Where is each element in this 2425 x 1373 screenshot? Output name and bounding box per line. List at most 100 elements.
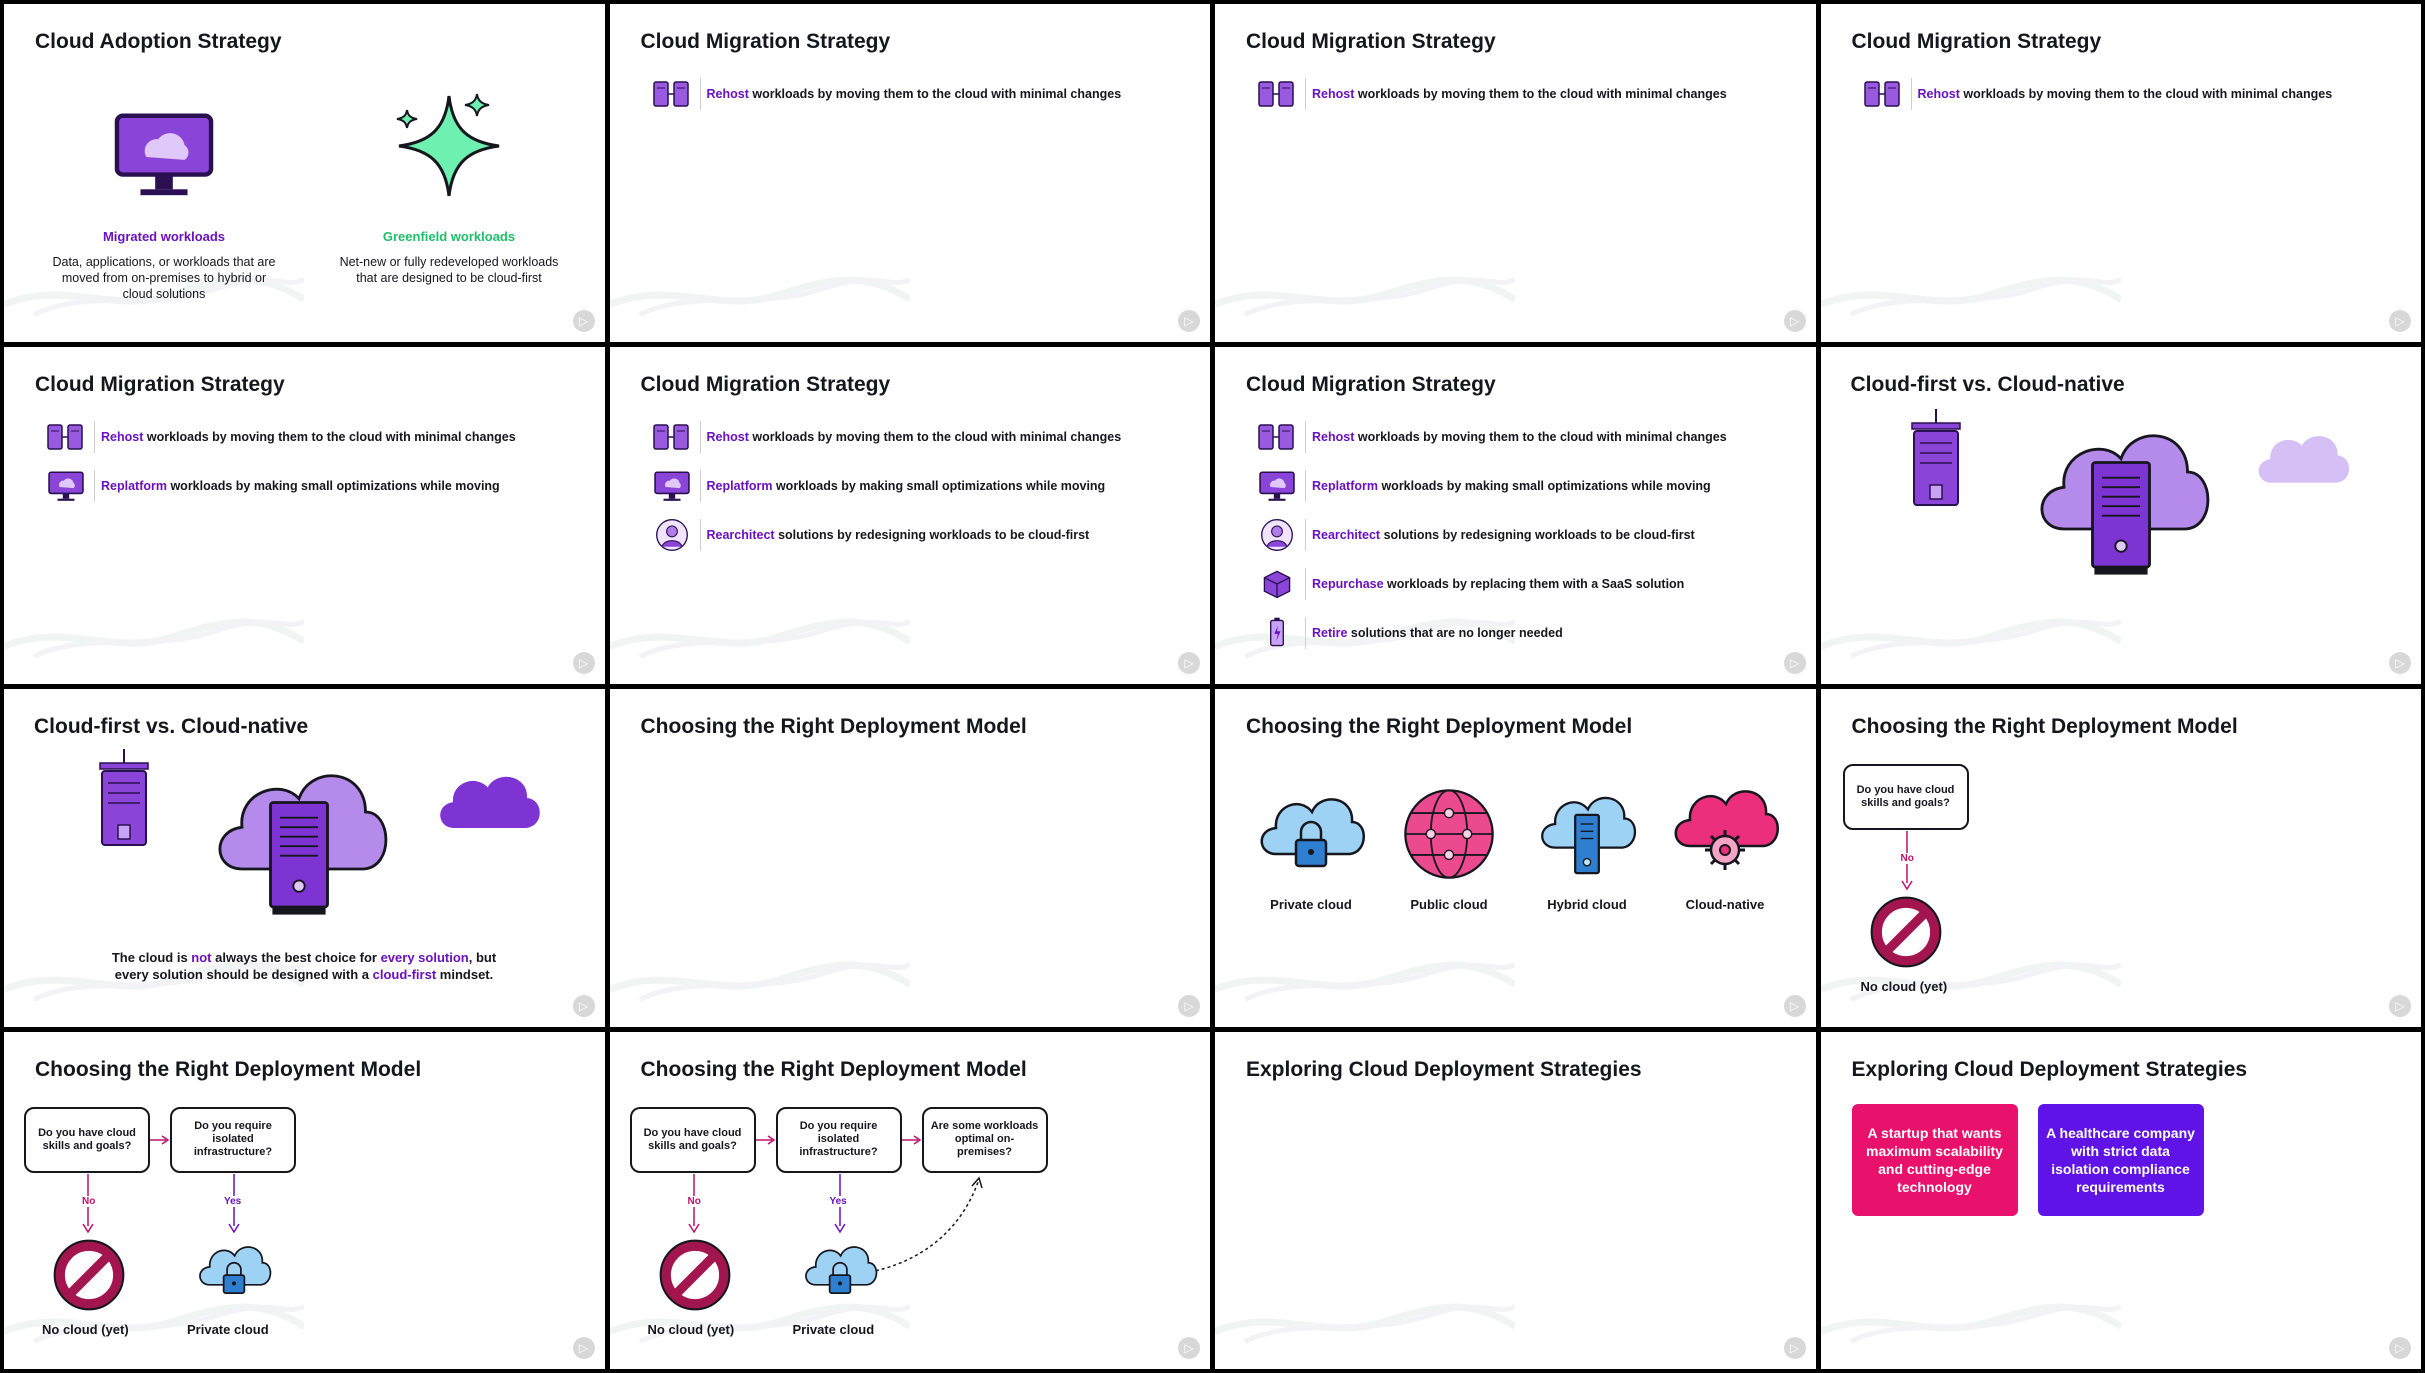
slide-title: Cloud Migration Strategy xyxy=(640,30,891,53)
no-label: No xyxy=(687,1195,701,1207)
slide-title: Choosing the Right Deployment Model xyxy=(35,1057,422,1081)
no-entry-icon xyxy=(654,1234,736,1316)
background-waves xyxy=(1215,917,1515,1027)
rearchitect-row: Rearchitect solutions by redesigning wor… xyxy=(650,517,1089,553)
caption-text: always the best choice for xyxy=(211,950,381,965)
cloud-lock-icon xyxy=(196,1236,272,1306)
caption-text: The cloud is xyxy=(111,950,192,965)
logo-icon: ▷ xyxy=(1178,652,1200,674)
slide-explore-cards[interactable]: Exploring Cloud Deployment Strategies A … xyxy=(1820,1031,2421,1369)
logo-icon: ▷ xyxy=(572,652,595,674)
rehost-row: Rehost workloads by moving them to the c… xyxy=(650,419,1122,455)
retire-keyword: Retire xyxy=(1312,625,1348,640)
replatform-text: workloads by making small optimizations … xyxy=(772,478,1106,493)
slide-cloudfirst-2[interactable]: Cloud-first vs. Cloud-native The cloud i… xyxy=(4,689,605,1027)
monitor-icon xyxy=(44,468,88,504)
rehost-row: Rehost workloads by moving them to the c… xyxy=(1861,76,2332,112)
slide-title: Choosing the Right Deployment Model xyxy=(640,715,1027,738)
logo-icon: ▷ xyxy=(1178,994,1200,1017)
rehost-row: Rehost workloads by moving them to the c… xyxy=(650,76,1121,112)
box-icon xyxy=(1255,566,1299,602)
background-waves xyxy=(1215,232,1515,342)
rearchitect-keyword: Rearchitect xyxy=(706,527,775,542)
replatform-keyword: Replatform xyxy=(101,478,167,493)
slide-title: Cloud Migration Strategy xyxy=(1246,372,1496,396)
replatform-keyword: Replatform xyxy=(1312,478,1378,493)
slide-title: Choosing the Right Deployment Model xyxy=(1851,715,2238,738)
rehost-keyword: Rehost xyxy=(1312,429,1355,444)
cloud-lock-icon xyxy=(802,1236,878,1306)
greenfield-heading: Greenfield workloads xyxy=(382,229,516,244)
slide-deploy-blank[interactable]: Choosing the Right Deployment Model ▷ xyxy=(609,689,1210,1027)
slide-explore-blank[interactable]: Exploring Cloud Deployment Strategies ▷ xyxy=(1215,1031,1816,1369)
no-entry-icon xyxy=(48,1234,130,1316)
greenfield-body: Net-new or fully redeveloped workloads t… xyxy=(339,255,559,285)
slide-cloudfirst-1[interactable]: Cloud-first vs. Cloud-native ▷ xyxy=(1820,346,2421,684)
slide-migration-6[interactable]: Cloud Migration Strategy Rehost workload… xyxy=(1215,346,1816,684)
hybrid-cloud-label: Hybrid cloud xyxy=(1547,897,1627,912)
logo-icon: ▷ xyxy=(2389,309,2411,332)
cloud-lock-icon xyxy=(1256,784,1366,884)
rehost-text: workloads by moving them to the cloud wi… xyxy=(143,429,516,444)
caption-text: mindset. xyxy=(436,967,494,982)
slide-title: Choosing the Right Deployment Model xyxy=(640,1057,1027,1081)
background-waves xyxy=(610,917,910,1027)
startup-card[interactable]: A startup that wants maximum scalability… xyxy=(1851,1103,2018,1216)
cloud-icon xyxy=(434,767,544,837)
no-label: No xyxy=(82,1195,96,1207)
logo-icon: ▷ xyxy=(1178,309,1200,332)
slide-title: Exploring Cloud Deployment Strategies xyxy=(1246,1057,1642,1081)
slide-migration-2[interactable]: Cloud Migration Strategy Rehost workload… xyxy=(1215,4,1816,342)
private-cloud-label: Private cloud xyxy=(187,1321,269,1337)
slide-migration-1[interactable]: Cloud Migration Strategy Rehost workload… xyxy=(609,4,1210,342)
server-pair-icon xyxy=(650,419,694,455)
slide-cloud-adoption[interactable]: Cloud Adoption Strategy Migrated workloa… xyxy=(4,4,605,342)
monitor-cloud-icon xyxy=(104,104,224,204)
logo-icon: ▷ xyxy=(1783,309,1806,332)
slide-title: Cloud Migration Strategy xyxy=(1246,30,1496,53)
rehost-keyword: Rehost xyxy=(706,87,749,101)
logo-icon: ▷ xyxy=(1178,1337,1200,1359)
background-waves xyxy=(1821,574,2121,684)
replatform-row: Replatform workloads by making small opt… xyxy=(44,468,500,504)
server-pair-icon xyxy=(44,419,88,455)
question-box-cloud-skills: Do you have cloud skills and goals? xyxy=(629,1106,756,1173)
caption-cloud-first: cloud-first xyxy=(372,967,437,982)
background-waves xyxy=(4,574,304,684)
rehost-keyword: Rehost xyxy=(1917,87,1960,101)
question-box-isolated-infrastructure: Do you require isolated infrastructure? xyxy=(775,1106,902,1173)
rehost-text: workloads by moving them to the cloud wi… xyxy=(1354,87,1727,101)
caption-every-solution: every solution xyxy=(380,950,469,965)
logo-icon: ▷ xyxy=(1783,652,1806,674)
repurchase-row: Repurchase workloads by replacing them w… xyxy=(1255,566,1684,602)
slide-migration-5[interactable]: Cloud Migration Strategy Rehost workload… xyxy=(609,346,1210,684)
slide-deploy-models[interactable]: Choosing the Right Deployment Model Priv… xyxy=(1215,689,1816,1027)
replatform-keyword: Replatform xyxy=(706,478,773,493)
server-pair-icon xyxy=(1255,419,1299,455)
arrow-right-icon xyxy=(150,1134,170,1145)
cloud-native-item: Cloud-native xyxy=(1665,784,1785,912)
repurchase-keyword: Repurchase xyxy=(1312,576,1384,591)
no-cloud-label: No cloud (yet) xyxy=(42,1321,129,1337)
rehost-keyword: Rehost xyxy=(1312,87,1355,101)
question-box-cloud-skills: Do you have cloud skills and goals? xyxy=(1842,764,1969,830)
slide-deploy-q1[interactable]: Choosing the Right Deployment Model Do y… xyxy=(1820,689,2421,1027)
rehost-text: workloads by moving them to the cloud wi… xyxy=(748,429,1122,444)
slide-title: Exploring Cloud Deployment Strategies xyxy=(1851,1057,2248,1081)
logo-icon: ▷ xyxy=(1783,1337,1806,1359)
dotted-arrow-icon xyxy=(869,1175,983,1273)
background-waves xyxy=(610,574,910,684)
healthcare-card[interactable]: A healthcare company with strict data is… xyxy=(2037,1103,2204,1216)
slide-deploy-q2[interactable]: Choosing the Right Deployment Model Do y… xyxy=(4,1031,605,1369)
migrated-heading: Migrated workloads xyxy=(102,229,226,244)
yes-label: Yes xyxy=(224,1195,242,1207)
retire-row: Retire solutions that are no longer need… xyxy=(1255,615,1563,651)
private-cloud-label: Private cloud xyxy=(1270,897,1352,912)
rehost-row: Rehost workloads by moving them to the c… xyxy=(1255,419,1727,455)
slide-migration-3[interactable]: Cloud Migration Strategy Rehost workload… xyxy=(1820,4,2421,342)
retire-text: solutions that are no longer needed xyxy=(1347,625,1563,640)
logo-icon: ▷ xyxy=(2389,1337,2411,1359)
slide-migration-4[interactable]: Cloud Migration Strategy Rehost workload… xyxy=(4,346,605,684)
slide-deploy-q3[interactable]: Choosing the Right Deployment Model Do y… xyxy=(609,1031,1210,1369)
